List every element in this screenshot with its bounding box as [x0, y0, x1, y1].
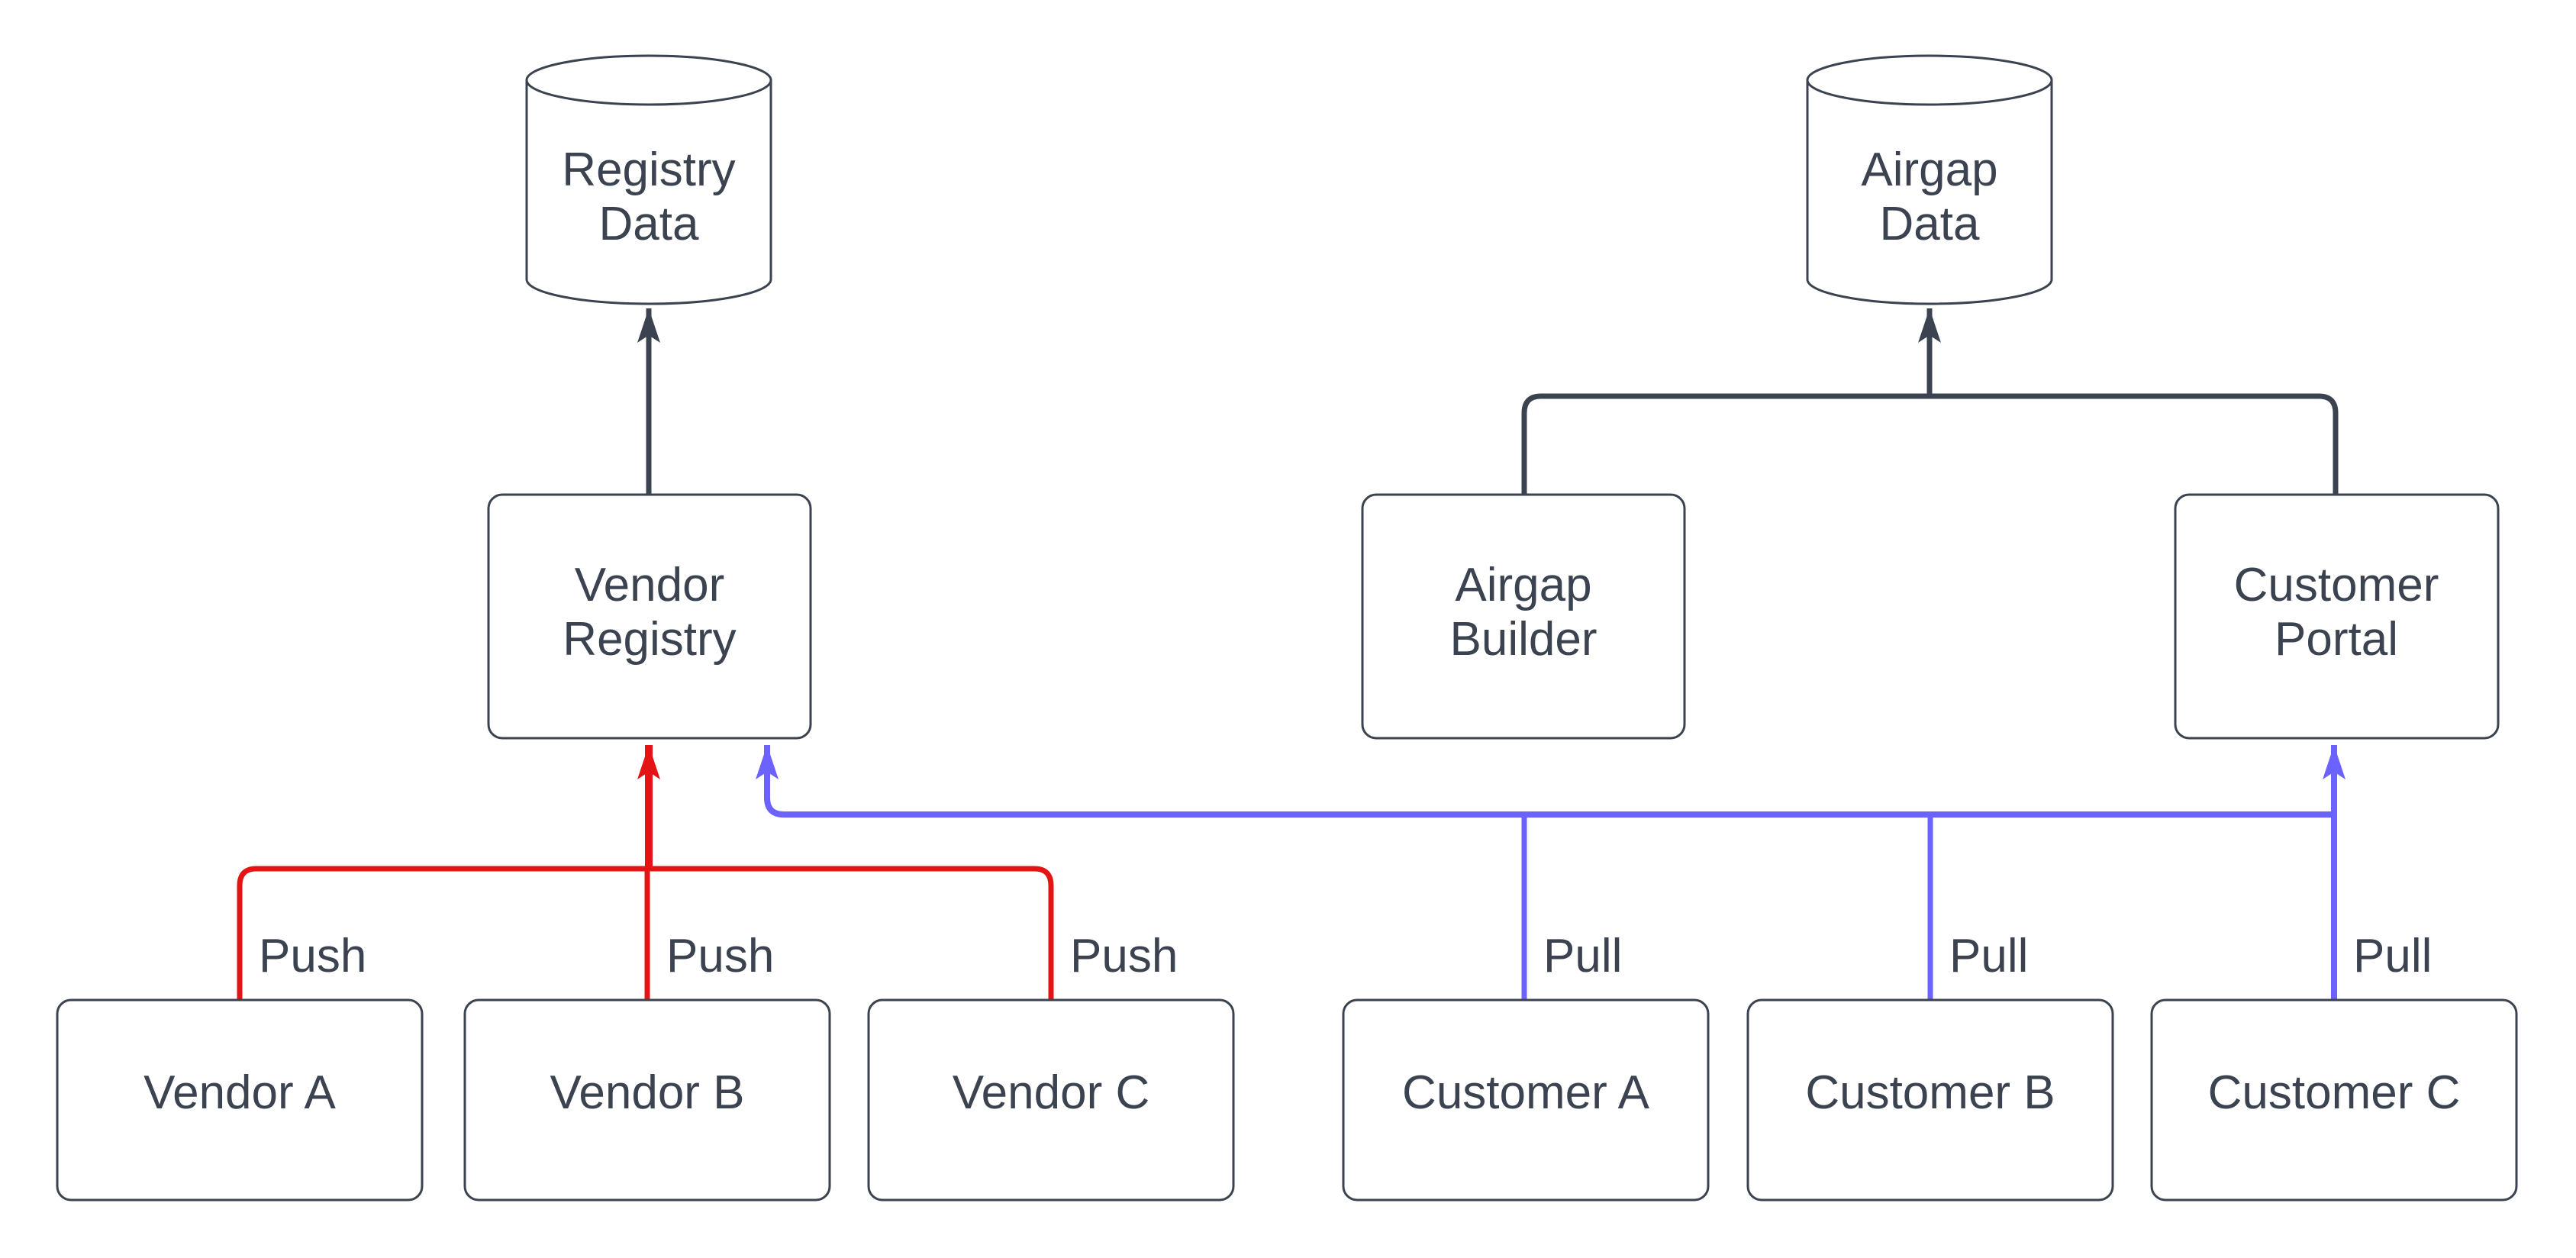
- airgap-data-label-line1: Airgap: [1861, 144, 1997, 196]
- edge-vendor-a-push: [237, 866, 649, 1000]
- vendor-a-label: Vendor A: [143, 1066, 336, 1119]
- pull-label-customer-b: Pull: [1949, 930, 2028, 982]
- registry-data-label-line2: Data: [599, 198, 699, 250]
- vendor-registry-label-line2: Registry: [563, 613, 736, 666]
- edge-airgap-builder-to-junction: [1521, 393, 1930, 495]
- box-vendor-a: Vendor A: [56, 998, 424, 1202]
- customer-a-label: Customer A: [1402, 1066, 1650, 1119]
- airgap-builder-label-line1: Airgap: [1455, 559, 1591, 611]
- customer-c-label: Customer C: [2208, 1066, 2461, 1119]
- edge-customer-portal-to-junction: [1930, 393, 2339, 495]
- box-customer-portal: Customer Portal: [2174, 493, 2500, 740]
- box-vendor-c: Vendor C: [867, 998, 1235, 1202]
- pull-label-customer-a: Pull: [1543, 930, 1622, 982]
- push-label-vendor-b: Push: [666, 930, 774, 982]
- box-customer-b: Customer B: [1746, 998, 2114, 1202]
- box-airgap-builder: Airgap Builder: [1361, 493, 1686, 740]
- push-label-vendor-c: Push: [1070, 930, 1178, 982]
- customer-portal-label-line2: Portal: [2275, 613, 2398, 666]
- cylinder-registry-data: Registry Data: [525, 54, 772, 305]
- customer-b-label: Customer B: [1805, 1066, 2055, 1119]
- push-label-vendor-a: Push: [259, 930, 366, 982]
- cylinder-airgap-data: Airgap Data: [1806, 54, 2053, 305]
- box-customer-a: Customer A: [1342, 998, 1710, 1202]
- registry-data-label-line1: Registry: [562, 144, 735, 196]
- airgap-builder-label-line2: Builder: [1450, 613, 1598, 666]
- box-customer-c: Customer C: [2150, 998, 2518, 1202]
- vendor-registry-label-line1: Vendor: [575, 559, 725, 611]
- box-vendor-b: Vendor B: [463, 998, 831, 1202]
- box-vendor-registry: Vendor Registry: [487, 493, 812, 740]
- edge-pull-arrow-into-vendor-registry: [756, 745, 2333, 818]
- airgap-data-label-line2: Data: [1880, 198, 1980, 250]
- pull-label-customer-c: Pull: [2353, 930, 2432, 982]
- customer-portal-label-line1: Customer: [2234, 559, 2439, 611]
- edge-vendor-c-push: [649, 866, 1054, 1000]
- vendor-c-label: Vendor C: [953, 1066, 1150, 1119]
- vendor-b-label: Vendor B: [550, 1066, 744, 1119]
